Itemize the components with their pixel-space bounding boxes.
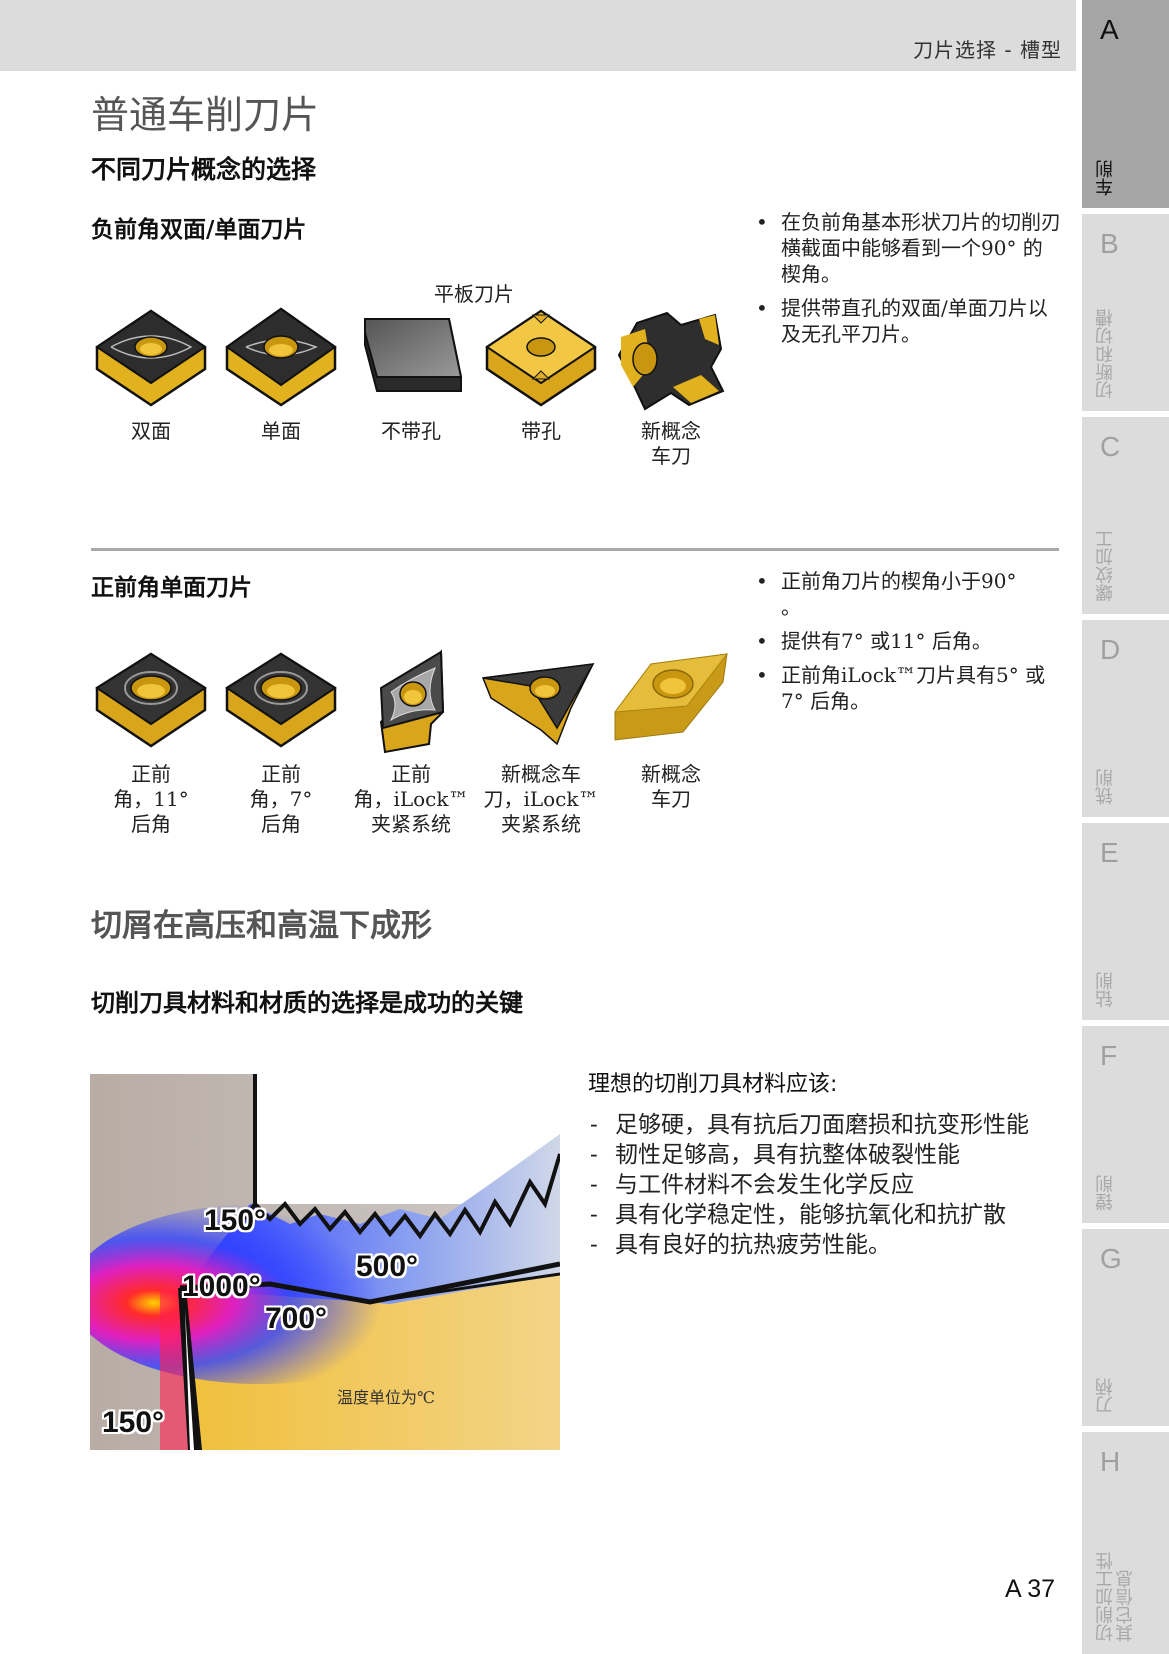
requirements-list: 足够硬，具有抗后刀面磨损和抗变形性能 韧性足够高，具有抗整体破裂性能 与工件材料… [588, 1110, 1058, 1260]
insert-new-concept-rhombic: 新概念 车刀 [606, 648, 736, 837]
page-subtitle: 不同刀片概念的选择 [91, 155, 317, 184]
temp-label-rake-face: 700° [265, 1302, 328, 1335]
bullet-item: 在负前角基本形状刀片的切削刃横截面中能够看到一个90° 的楔角。 [756, 209, 1061, 287]
insert-caption: 正前 角，7° 后角 [249, 762, 313, 836]
trigon-ilock-insert-icon [481, 663, 595, 746]
insert-caption: 不带孔 [381, 419, 441, 443]
double-sided-square-insert-icon [95, 309, 207, 407]
section-tabs: A 车削 B 切断和切槽 C 螺纹加工 D 铣削 E 钻削 F 镗削 G 刀柄 … [1082, 0, 1169, 1654]
cutting-temperature-heatmap: 150° 500° 1000° 700° 150° 温度单位为℃ [90, 1074, 560, 1450]
insert-positive-7: 正前 角，7° 后角 [216, 648, 346, 837]
positive-insert-row: 正前 角，11° 后角 正前 角，7° 后角 正前 角，iLock™ 夹紧系统 … [86, 648, 736, 837]
new-concept-rhombic-insert-icon [613, 653, 729, 741]
flat-insert-group-label: 平板刀片 [434, 282, 514, 306]
tab-letter: A [1100, 14, 1119, 45]
temp-label-chip-body: 500° [356, 1250, 419, 1283]
positive-insert-bullets: 正前角刀片的楔角小于90° 。 提供有7° 或11° 后角。 正前角iLock™… [756, 568, 1061, 722]
tab-label: 切断和切槽 [1095, 309, 1116, 399]
section-divider [91, 548, 1059, 551]
tab-letter: E [1100, 837, 1119, 868]
insert-caption: 新概念车 刀，iLock™ 夹紧系统 [483, 762, 599, 836]
positive-square-insert-11-icon [95, 652, 207, 748]
tab-letter: B [1100, 228, 1119, 259]
requirement-item: 足够硬，具有抗后刀面磨损和抗变形性能 [588, 1110, 1058, 1140]
insert-trigon-ilock: 新概念车 刀，iLock™ 夹紧系统 [476, 648, 606, 837]
header-band [0, 0, 1076, 71]
tab-label: 刀柄 [1095, 1378, 1116, 1414]
insert-caption: 新概念 车刀 [641, 419, 701, 468]
insert-caption: 单面 [261, 419, 301, 443]
flat-insert-with-hole-icon [485, 309, 597, 407]
temp-label-workpiece: 150° [102, 1406, 165, 1439]
insert-caption: 正前 角，iLock™ 夹紧系统 [353, 762, 469, 836]
tab-letter: G [1100, 1243, 1122, 1274]
requirement-item: 韧性足够高，具有抗整体破裂性能 [588, 1140, 1058, 1170]
tab-letter: H [1100, 1446, 1121, 1477]
tab-label: 车削 [1095, 160, 1116, 196]
temp-label-cutting-edge: 1000° [182, 1270, 261, 1303]
tab-label: 螺纹加工 [1095, 530, 1116, 602]
tab-b-parting-grooving[interactable]: B 切断和切槽 [1082, 214, 1169, 411]
tab-label: 镗削 [1095, 1175, 1116, 1211]
single-sided-square-insert-icon [225, 307, 337, 407]
tab-e-drilling[interactable]: E 钻削 [1082, 823, 1169, 1020]
tab-letter: C [1100, 431, 1121, 462]
flat-insert-no-hole-icon [364, 318, 463, 392]
negative-insert-bullets: 在负前角基本形状刀片的切削刃横截面中能够看到一个90° 的楔角。 提供带直孔的双… [756, 209, 1061, 355]
cutting-zone-illustration [90, 1074, 560, 1450]
tab-f-boring[interactable]: F 镗削 [1082, 1026, 1169, 1223]
positive-insert-heading: 正前角单面刀片 [91, 575, 252, 601]
tab-g-tool-holding[interactable]: G 刀柄 [1082, 1229, 1169, 1426]
bullet-item: 正前角iLock™刀片具有5° 或7° 后角。 [756, 662, 1061, 714]
tab-h-machinability-other-info[interactable]: H 切削加工性 其它信息 [1082, 1432, 1169, 1654]
insert-double-sided: 双面 [86, 305, 216, 469]
temp-label-chip-top: 150° [204, 1204, 267, 1237]
tab-letter: F [1100, 1040, 1118, 1071]
negative-insert-row: 双面 单面 不带孔 带孔 [86, 305, 736, 469]
new-concept-turning-insert-icon [617, 311, 725, 411]
insert-single-sided: 单面 [216, 305, 346, 469]
insert-caption: 双面 [131, 419, 171, 443]
temperature-unit-note: 温度单位为℃ [337, 1388, 435, 1407]
tab-label: 钻削 [1095, 972, 1116, 1008]
positive-rhombic-ilock-insert-icon [379, 649, 445, 754]
tab-c-threading[interactable]: C 螺纹加工 [1082, 417, 1169, 614]
tab-a-turning[interactable]: A 车削 [1082, 0, 1169, 208]
page-number: A 37 [1005, 1575, 1056, 1603]
insert-caption: 正前 角，11° 后角 [113, 762, 189, 836]
tab-label: 切削加工性 其它信息 [1095, 1552, 1136, 1642]
insert-new-concept: 新概念 车刀 [606, 305, 736, 469]
header-title: 刀片选择 - 槽型 [913, 38, 1062, 62]
insert-positive-ilock: 正前 角，iLock™ 夹紧系统 [346, 648, 476, 837]
requirements-title: 理想的切削刀具材料应该: [588, 1072, 838, 1097]
negative-insert-heading: 负前角双面/单面刀片 [91, 217, 307, 243]
tab-label: 铣削 [1095, 769, 1116, 805]
insert-flat-no-hole: 不带孔 [346, 305, 476, 469]
insert-caption: 带孔 [521, 419, 561, 443]
tab-letter: D [1100, 634, 1121, 665]
bullet-item: 提供有7° 或11° 后角。 [756, 628, 1061, 654]
requirement-item: 与工件材料不会发生化学反应 [588, 1170, 1058, 1200]
requirement-item: 具有良好的抗热疲劳性能。 [588, 1230, 1058, 1260]
tab-d-milling[interactable]: D 铣削 [1082, 620, 1169, 817]
chip-formation-title: 切屑在高压和高温下成形 [91, 908, 432, 944]
insert-flat-with-hole: 带孔 [476, 305, 606, 469]
chip-formation-subtitle: 切削刀具材料和材质的选择是成功的关键 [91, 989, 523, 1017]
bullet-item: 提供带直孔的双面/单面刀片以及无孔平刀片。 [756, 295, 1061, 347]
insert-caption: 新概念 车刀 [641, 762, 701, 811]
page-title: 普通车削刀片 [91, 93, 320, 137]
insert-positive-11: 正前 角，11° 后角 [86, 648, 216, 837]
positive-square-insert-7-icon [225, 652, 337, 748]
bullet-item: 正前角刀片的楔角小于90° 。 [756, 568, 1061, 620]
requirement-item: 具有化学稳定性，能够抗氧化和抗扩散 [588, 1200, 1058, 1230]
